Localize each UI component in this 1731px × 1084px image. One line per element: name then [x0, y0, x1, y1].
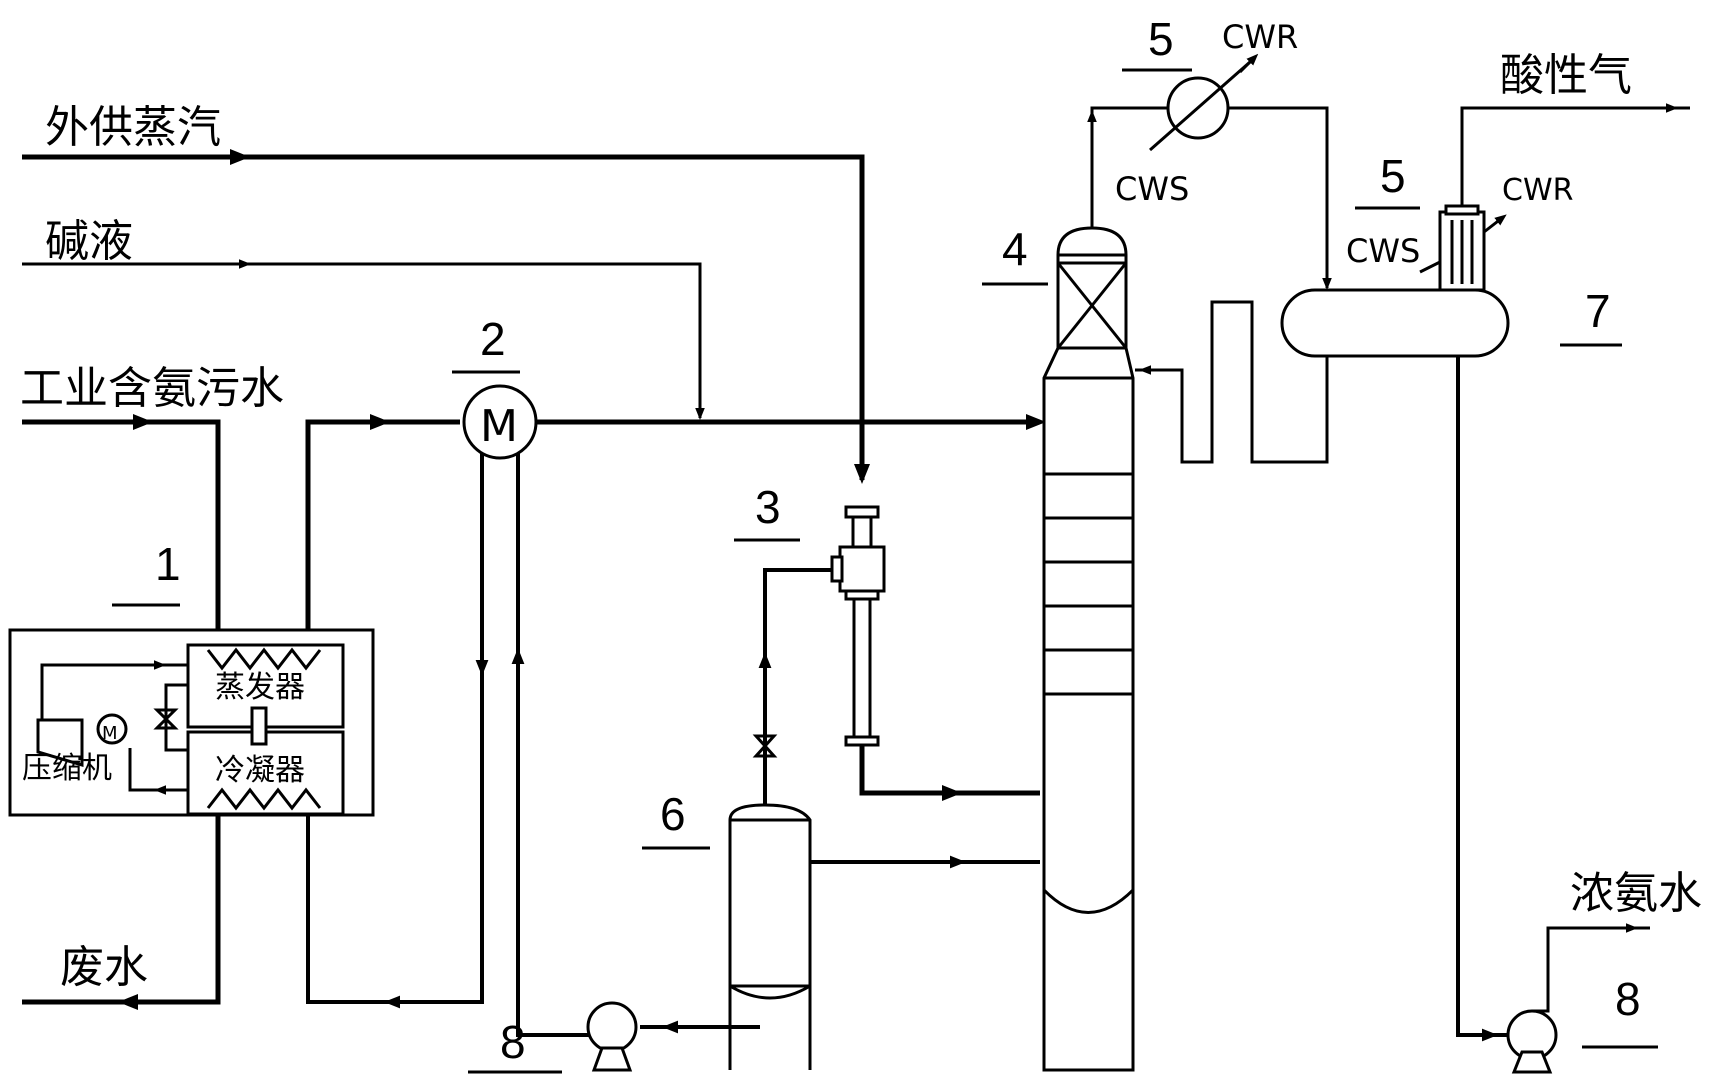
- condenser-label: 冷凝器: [215, 753, 305, 788]
- evaporator-label: 蒸发器: [215, 670, 305, 705]
- cwr-top-label: CWR: [1222, 18, 1298, 56]
- flash-tank: [728, 803, 812, 1070]
- line-drum-to-pump: [1456, 356, 1508, 1037]
- label-alkali: 碱液: [45, 216, 133, 267]
- condenser-drum: [1438, 204, 1486, 292]
- num-pump-reflux: 8: [1615, 973, 1641, 1025]
- compressor-label: 压缩机: [22, 751, 112, 786]
- line-tower-overhead: [1090, 106, 1168, 228]
- pump-bottom: [586, 1001, 638, 1072]
- label-ammonia-wastewater: 工业含氨污水: [20, 363, 284, 414]
- pump-reflux: [1506, 1009, 1558, 1074]
- reflux-drum: [1280, 288, 1510, 358]
- num-stripping-tower: 4: [1002, 223, 1028, 275]
- steam-ejector: [830, 505, 886, 747]
- label-strong-ammonia-water: 浓氨水: [1570, 868, 1702, 919]
- line-external-steam: [22, 154, 865, 480]
- num-condenser-top: 5: [1148, 13, 1174, 65]
- num-heat-exchanger: 2: [480, 313, 506, 365]
- cws-top-label: CWS: [1115, 170, 1189, 208]
- num-pump-bottom: 8: [500, 1016, 526, 1068]
- line-pump-to-exchanger: [516, 450, 600, 1037]
- stripping-tower: [1042, 226, 1135, 1072]
- label-external-steam: 外供蒸汽: [45, 102, 221, 153]
- label-waste-water: 废水: [60, 942, 148, 993]
- motor-label: M: [102, 723, 118, 744]
- line-ejector-to-tower: [859, 745, 1040, 796]
- compressor: [36, 718, 84, 768]
- cwr-drum-label: CWR: [1502, 173, 1573, 208]
- line-reflux: [1135, 300, 1329, 464]
- line-strong-ammonia: [1532, 926, 1650, 1013]
- line-waste-water: [22, 788, 221, 1005]
- motor-icon: [96, 713, 128, 745]
- cws-drum-label: CWS: [1346, 232, 1420, 270]
- label-acid-gas: 酸性气: [1500, 50, 1632, 101]
- num-steam-ejector: 3: [755, 481, 781, 533]
- num-condenser-drum: 5: [1380, 150, 1406, 202]
- exchanger-symbol: M: [480, 401, 518, 452]
- num-reflux-drum: 7: [1585, 285, 1611, 337]
- line-condenser-to-drum: [1228, 106, 1329, 288]
- line-evap-to-exchanger: [305, 419, 460, 655]
- heat-exchanger: [462, 384, 538, 460]
- line-acid-gas: [1460, 106, 1690, 206]
- num-heat-pump: 1: [155, 538, 181, 590]
- line-flash-to-ejector: [763, 568, 832, 805]
- num-flash-tank: 6: [660, 788, 686, 840]
- line-ammonia-wastewater: [22, 419, 221, 655]
